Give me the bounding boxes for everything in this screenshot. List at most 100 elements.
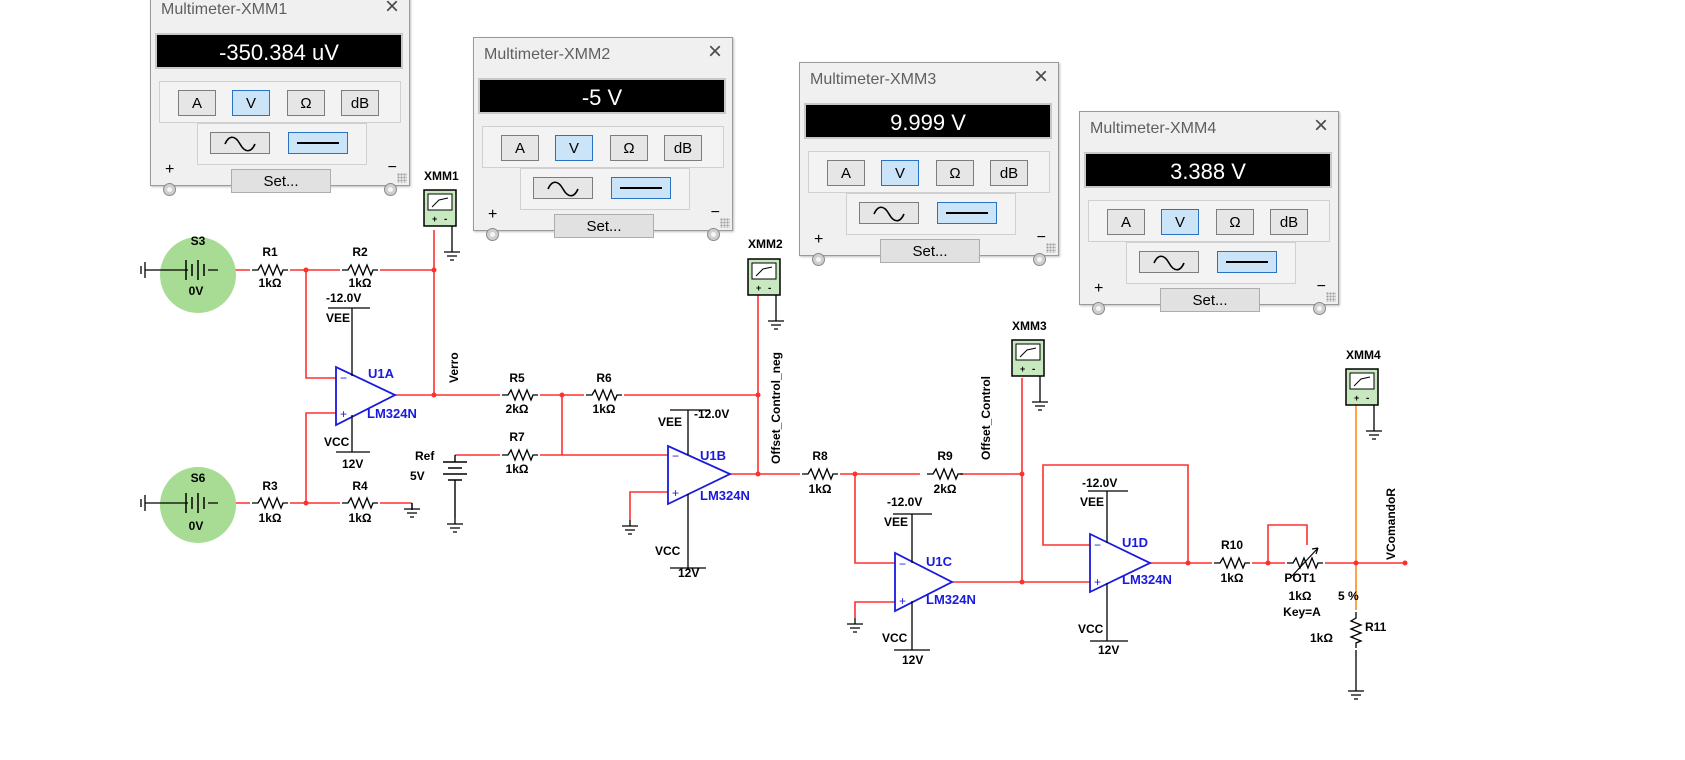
minus-terminal-label: − <box>710 204 720 221</box>
u1b-vcc-label: VCC <box>655 544 681 558</box>
mode-v-button[interactable]: V <box>555 135 593 161</box>
mode-ohm-button[interactable]: Ω <box>1216 209 1254 235</box>
multimeter-window-xmm2[interactable]: Multimeter-XMM2 × -5 V A V Ω dB Set... +… <box>473 37 733 241</box>
plus-terminal-label: + <box>488 206 498 223</box>
svg-text:+: + <box>340 407 347 421</box>
pot1-key: Key=A <box>1283 605 1321 619</box>
r4-label: R4 <box>352 479 368 493</box>
u1a-vcc-label: VCC <box>324 435 350 449</box>
opamp-u1b[interactable]: − + U1B LM324N -12.0V VEE VCC 12V <box>655 407 750 580</box>
reading-display: 3.388 V <box>1084 152 1332 188</box>
minus-terminal[interactable] <box>1313 302 1326 315</box>
resistor-r11[interactable]: R11 1kΩ <box>1310 611 1387 649</box>
resistor-r7[interactable]: R7 1kΩ <box>501 430 539 476</box>
ac-button[interactable] <box>533 177 593 199</box>
mode-panel: A V Ω dB <box>808 151 1050 193</box>
mode-db-button[interactable]: dB <box>990 160 1028 186</box>
mode-db-button[interactable]: dB <box>664 135 702 161</box>
mode-v-button[interactable]: V <box>1161 209 1199 235</box>
mode-ohm-button[interactable]: Ω <box>936 160 974 186</box>
r1-label: R1 <box>262 245 278 259</box>
source-ref[interactable]: Ref 5V <box>410 449 467 533</box>
probe-xmm4[interactable]: XMM4 <box>1345 348 1383 440</box>
mode-ohm-button[interactable]: Ω <box>287 90 325 116</box>
pot1-value: 1kΩ <box>1289 589 1312 603</box>
r5-label: R5 <box>509 371 525 385</box>
source-s6[interactable]: S6 0V <box>140 467 236 543</box>
set-button[interactable]: Set... <box>1160 288 1260 312</box>
close-icon[interactable]: × <box>707 38 722 65</box>
r6-value: 1kΩ <box>593 402 616 416</box>
probe-xmm3[interactable]: XMM3 <box>1011 319 1049 411</box>
resistor-r1[interactable]: R1 1kΩ <box>251 245 289 290</box>
dc-button[interactable] <box>288 132 348 154</box>
multimeter-window-xmm3[interactable]: Multimeter-XMM3 × 9.999 V A V Ω dB Set..… <box>799 62 1059 266</box>
junctions <box>303 267 1408 585</box>
opamp-u1a[interactable]: − + U1A LM324N -12.0V VEE VCC 12V <box>324 291 417 471</box>
u1a-vee-value: -12.0V <box>326 291 361 305</box>
mode-a-button[interactable]: A <box>1107 209 1145 235</box>
r7-value: 1kΩ <box>506 462 529 476</box>
ac-button[interactable] <box>859 202 919 224</box>
r7-label: R7 <box>509 430 525 444</box>
plus-terminal[interactable] <box>163 183 176 196</box>
ac-button[interactable] <box>1139 251 1199 273</box>
dc-line-icon <box>297 142 339 144</box>
window-title: Multimeter-XMM1 <box>161 1 288 18</box>
r3-label: R3 <box>262 479 278 493</box>
mode-db-button[interactable]: dB <box>1270 209 1308 235</box>
resistor-r2[interactable]: R2 1kΩ <box>341 245 379 290</box>
mode-db-button[interactable]: dB <box>341 90 379 116</box>
u1d-vee-value: -12.0V <box>1082 476 1117 490</box>
mode-v-button[interactable]: V <box>232 90 270 116</box>
multimeter-window-xmm1[interactable]: Multimeter-XMM1 × -350.384 uV A V Ω dB S… <box>150 0 410 196</box>
r9-label: R9 <box>937 449 953 463</box>
mode-a-button[interactable]: A <box>178 90 216 116</box>
svg-text:−: − <box>899 557 906 571</box>
r4-value: 1kΩ <box>349 511 372 525</box>
minus-terminal[interactable] <box>1033 253 1046 266</box>
minus-terminal[interactable] <box>384 183 397 196</box>
opamp-u1c[interactable]: − + U1C LM324N -12.0V VEE VCC 12V <box>882 495 976 667</box>
close-icon[interactable]: × <box>384 0 399 20</box>
probe-xmm2[interactable]: XMM2 <box>747 237 785 330</box>
mode-a-button[interactable]: A <box>501 135 539 161</box>
r2-label: R2 <box>352 245 368 259</box>
resistor-r10[interactable]: R10 1kΩ <box>1213 538 1251 585</box>
mode-v-button[interactable]: V <box>881 160 919 186</box>
set-button[interactable]: Set... <box>231 169 331 193</box>
resistor-r5[interactable]: R5 2kΩ <box>501 371 539 416</box>
probe-xmm1[interactable]: XMM1 <box>423 169 461 261</box>
r11-label: R11 <box>1365 620 1387 634</box>
plus-terminal[interactable] <box>1092 302 1105 315</box>
resize-grip-icon[interactable] <box>1046 243 1056 253</box>
reading-display: -5 V <box>478 78 726 114</box>
potentiometer-pot1[interactable]: POT1 1kΩ Key=A 5 % <box>1283 547 1359 619</box>
resize-grip-icon[interactable] <box>720 218 730 228</box>
resistor-r9[interactable]: R9 2kΩ <box>926 449 964 496</box>
close-icon[interactable]: × <box>1313 112 1328 139</box>
opamp-u1d[interactable]: − + U1D LM324N -12.0V VEE VCC 12V <box>1078 476 1172 657</box>
resistor-r4[interactable]: R4 1kΩ <box>341 479 379 525</box>
resistor-r6[interactable]: R6 1kΩ <box>585 371 623 416</box>
source-s3[interactable]: S3 0V <box>140 234 236 313</box>
resize-grip-icon[interactable] <box>1326 292 1336 302</box>
dc-button[interactable] <box>1217 251 1277 273</box>
dc-button[interactable] <box>611 177 671 199</box>
resize-grip-icon[interactable] <box>397 173 407 183</box>
resistor-r3[interactable]: R3 1kΩ <box>251 479 289 525</box>
minus-terminal[interactable] <box>707 228 720 241</box>
mode-a-button[interactable]: A <box>827 160 865 186</box>
r9-value: 2kΩ <box>934 482 957 496</box>
mode-ohm-button[interactable]: Ω <box>610 135 648 161</box>
close-icon[interactable]: × <box>1033 63 1048 90</box>
set-button[interactable]: Set... <box>554 214 654 238</box>
multimeter-window-xmm4[interactable]: Multimeter-XMM4 × 3.388 V A V Ω dB Set..… <box>1079 111 1339 315</box>
plus-terminal[interactable] <box>486 228 499 241</box>
plus-terminal[interactable] <box>812 253 825 266</box>
resistor-r8[interactable]: R8 1kΩ <box>801 449 839 496</box>
reading-display: 9.999 V <box>804 103 1052 139</box>
set-button[interactable]: Set... <box>880 239 980 263</box>
ac-button[interactable] <box>210 132 270 154</box>
dc-button[interactable] <box>937 202 997 224</box>
